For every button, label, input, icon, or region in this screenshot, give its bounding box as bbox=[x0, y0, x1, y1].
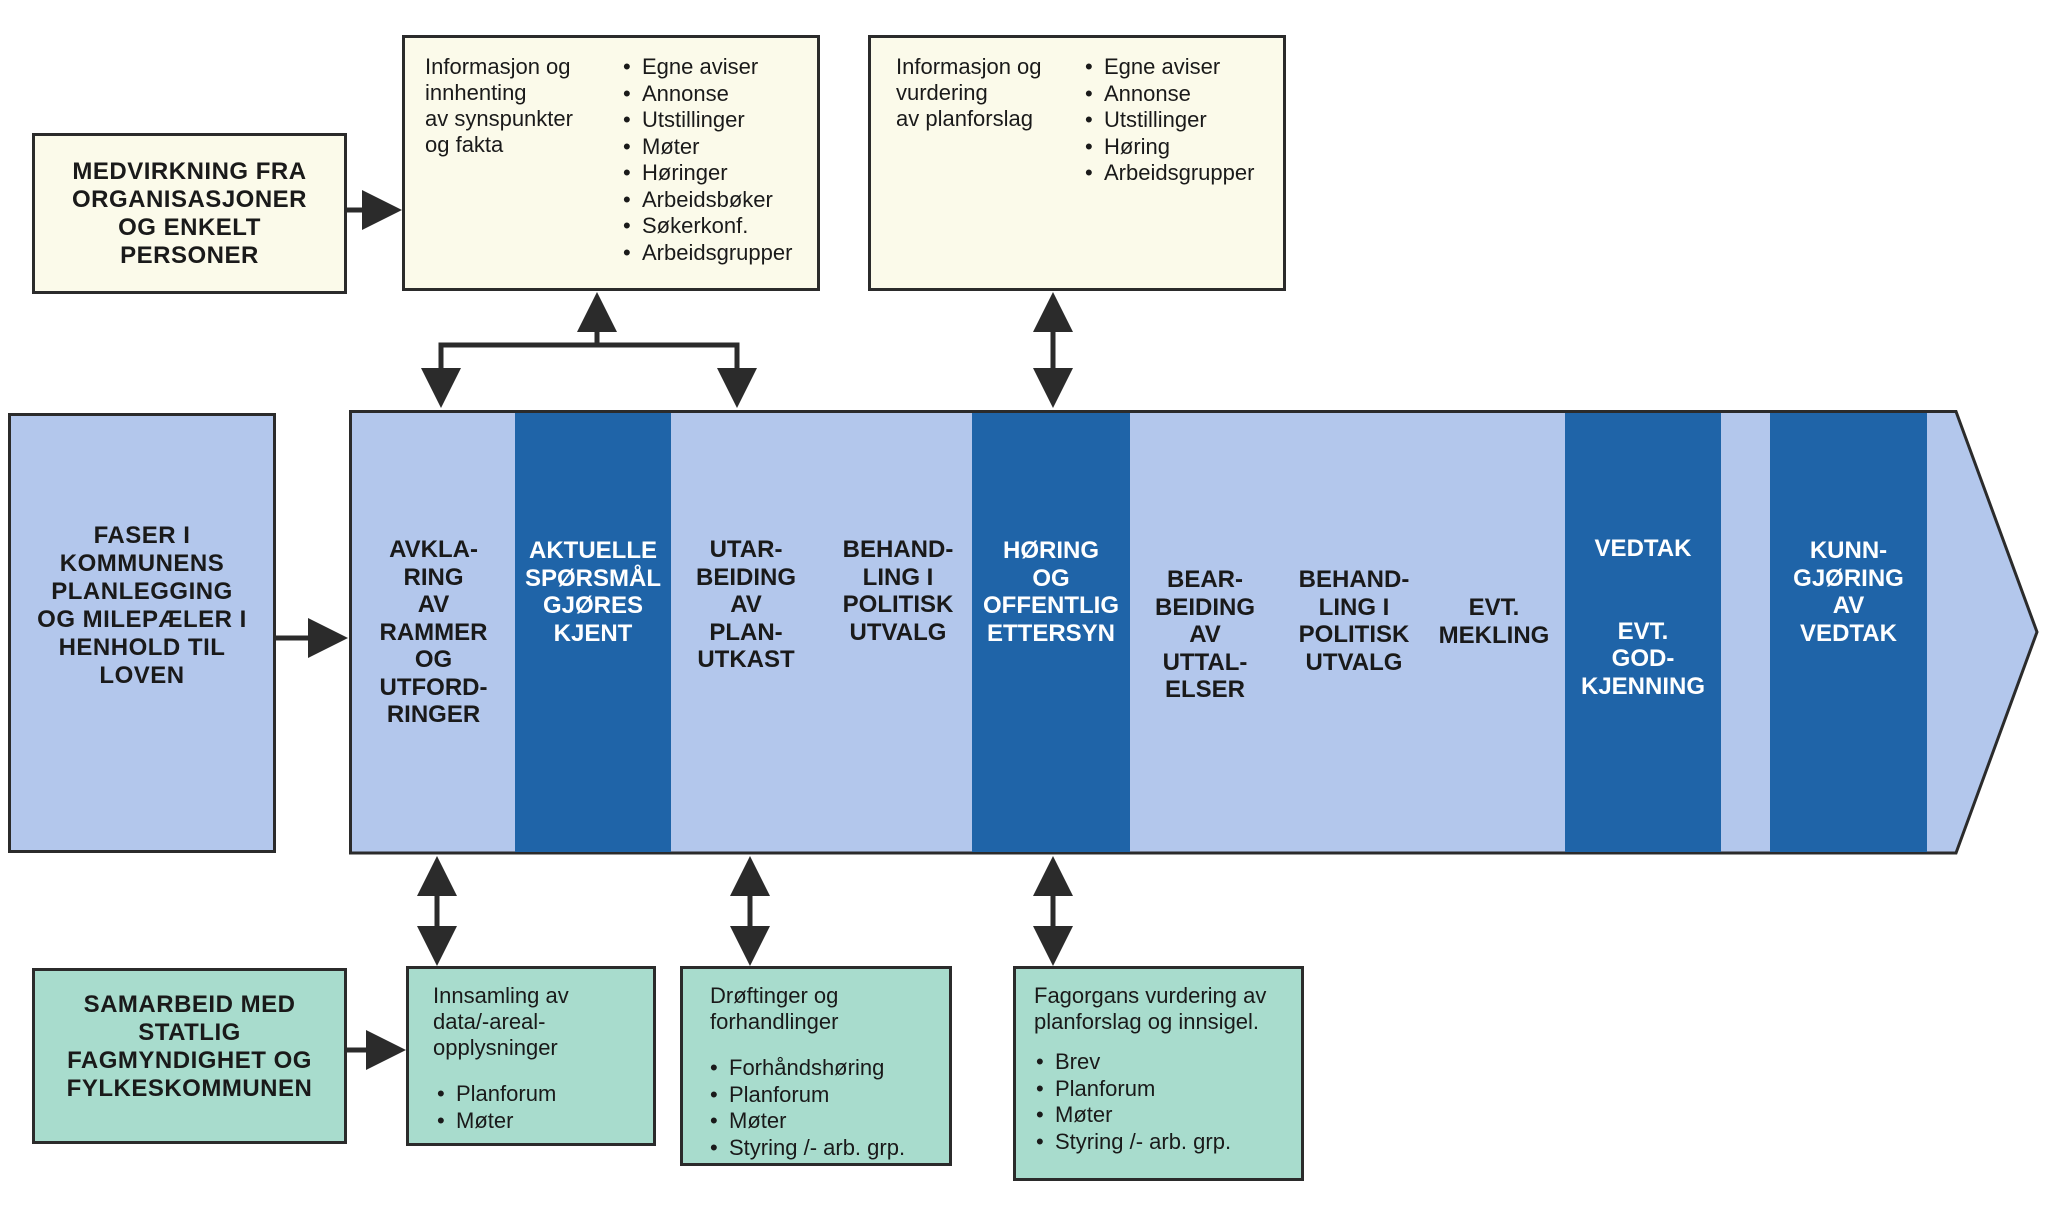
list-item: Arbeidsbøker bbox=[623, 187, 792, 214]
phases-box: FASER I KOMMUNENS PLANLEGGING OG MILEPÆL… bbox=[8, 413, 276, 853]
phases-box-title: FASER I KOMMUNENS PLANLEGGING OG MILEPÆL… bbox=[37, 522, 247, 689]
phase-clarify-label: AVKLA- RING AV RAMMER OG UTFORD- RINGER bbox=[379, 536, 488, 728]
list-item: Arbeidsgrupper bbox=[623, 240, 792, 267]
coop-box-data-text: Innsamling av data/-areal- opplysninger bbox=[433, 983, 569, 1060]
coop-box-negotiation-list: Forhåndshøring Planforum Møter Styring /… bbox=[710, 1055, 905, 1161]
phase-mediation-label: EVT. MEKLING bbox=[1438, 594, 1550, 649]
list-item: Annonse bbox=[623, 81, 792, 108]
coop-box-negotiation: Drøftinger og forhandlinger Forhåndshøri… bbox=[680, 966, 952, 1166]
phase-announce: AKTUELLE SPØRSMÅL GJØRES KJENT bbox=[515, 413, 671, 852]
list-item: Høringer bbox=[623, 160, 792, 187]
phase-political-1: BEHAND- LING I POLITISK UTVALG bbox=[813, 410, 983, 855]
phase-publication-label: KUNN- GJØRING AV VEDTAK bbox=[1793, 537, 1904, 647]
list-item: Utstillinger bbox=[623, 107, 792, 134]
info-box-collection-list: Egne aviser Annonse Utstillinger Møter H… bbox=[623, 54, 792, 266]
coop-box-assessment: Fagorgans vurdering av planforslag og in… bbox=[1013, 966, 1304, 1181]
participation-title: MEDVIRKNING FRA ORGANISASJONER OG ENKELT… bbox=[71, 158, 308, 269]
phase-process-statements-label: BEAR- BEIDING AV UTTAL- ELSER bbox=[1154, 566, 1255, 703]
phase-arrow: AVKLA- RING AV RAMMER OG UTFORD- RINGER … bbox=[349, 410, 2039, 855]
cooperation-title: SAMARBEID MED STATLIG FAGMYNDIGHET OG FY… bbox=[66, 991, 313, 1102]
phase-political-1-label: BEHAND- LING I POLITISK UTVALG bbox=[842, 536, 954, 646]
list-item: Utstillinger bbox=[1085, 107, 1254, 134]
phase-process-statements: BEAR- BEIDING AV UTTAL- ELSER bbox=[1130, 410, 1280, 855]
list-item: Styring /- arb. grp. bbox=[710, 1135, 905, 1162]
list-item: Møter bbox=[437, 1108, 556, 1135]
phase-hearing-label: HØRING OG OFFENTLIG ETTERSYN bbox=[983, 537, 1119, 647]
phase-political-2: BEHAND- LING I POLITISK UTVALG bbox=[1279, 410, 1429, 855]
phase-hearing: HØRING OG OFFENTLIG ETTERSYN bbox=[972, 413, 1130, 852]
info-box-collection-text: Informasjon og innhenting av synspunkter… bbox=[425, 54, 573, 157]
list-item: Planforum bbox=[437, 1081, 556, 1108]
phase-clarify: AVKLA- RING AV RAMMER OG UTFORD- RINGER bbox=[352, 410, 515, 855]
list-item: Planforum bbox=[710, 1082, 905, 1109]
list-item: Annonse bbox=[1085, 81, 1254, 108]
list-item: Brev bbox=[1036, 1049, 1231, 1076]
list-item: Møter bbox=[623, 134, 792, 161]
phase-draft-label: UTAR- BEIDING AV PLAN- UTKAST bbox=[695, 536, 796, 673]
list-item: Forhåndshøring bbox=[710, 1055, 905, 1082]
info-box-assessment-text: Informasjon og vurdering av planforslag bbox=[896, 54, 1042, 131]
phase-publication: KUNN- GJØRING AV VEDTAK bbox=[1770, 413, 1927, 852]
coop-box-negotiation-text: Drøftinger og forhandlinger bbox=[710, 983, 839, 1034]
info-box-collection: Informasjon og innhenting av synspunkter… bbox=[402, 35, 820, 291]
list-item: Egne aviser bbox=[623, 54, 792, 81]
coop-box-assessment-text: Fagorgans vurdering av planforslag og in… bbox=[1034, 983, 1267, 1034]
list-item: Møter bbox=[1036, 1102, 1231, 1129]
phase-decision: VEDTAK EVT. GOD- KJENNING bbox=[1565, 413, 1721, 852]
phase-political-2-label: BEHAND- LING I POLITISK UTVALG bbox=[1298, 566, 1410, 676]
coop-box-data: Innsamling av data/-areal- opplysninger … bbox=[406, 966, 656, 1146]
cooperation-box: SAMARBEID MED STATLIG FAGMYNDIGHET OG FY… bbox=[32, 968, 347, 1144]
list-item: Høring bbox=[1085, 134, 1254, 161]
coop-box-assessment-list: Brev Planforum Møter Styring /- arb. grp… bbox=[1036, 1049, 1231, 1155]
phase-announce-label: AKTUELLE SPØRSMÅL GJØRES KJENT bbox=[524, 537, 661, 647]
phase-draft: UTAR- BEIDING AV PLAN- UTKAST bbox=[671, 410, 821, 855]
branch-line bbox=[438, 342, 740, 397]
phase-decision-label: VEDTAK EVT. GOD- KJENNING bbox=[1580, 535, 1706, 700]
phase-mediation: EVT. MEKLING bbox=[1424, 410, 1564, 855]
list-item: Søkerkonf. bbox=[623, 213, 792, 240]
list-item: Styring /- arb. grp. bbox=[1036, 1129, 1231, 1156]
participation-box: MEDVIRKNING FRA ORGANISASJONER OG ENKELT… bbox=[32, 133, 347, 294]
info-box-assessment: Informasjon og vurdering av planforslag … bbox=[868, 35, 1286, 291]
list-item: Møter bbox=[710, 1108, 905, 1135]
list-item: Arbeidsgrupper bbox=[1085, 160, 1254, 187]
list-item: Planforum bbox=[1036, 1076, 1231, 1103]
info-box-assessment-list: Egne aviser Annonse Utstillinger Høring … bbox=[1085, 54, 1254, 187]
list-item: Egne aviser bbox=[1085, 54, 1254, 81]
coop-box-data-list: Planforum Møter bbox=[437, 1081, 556, 1134]
